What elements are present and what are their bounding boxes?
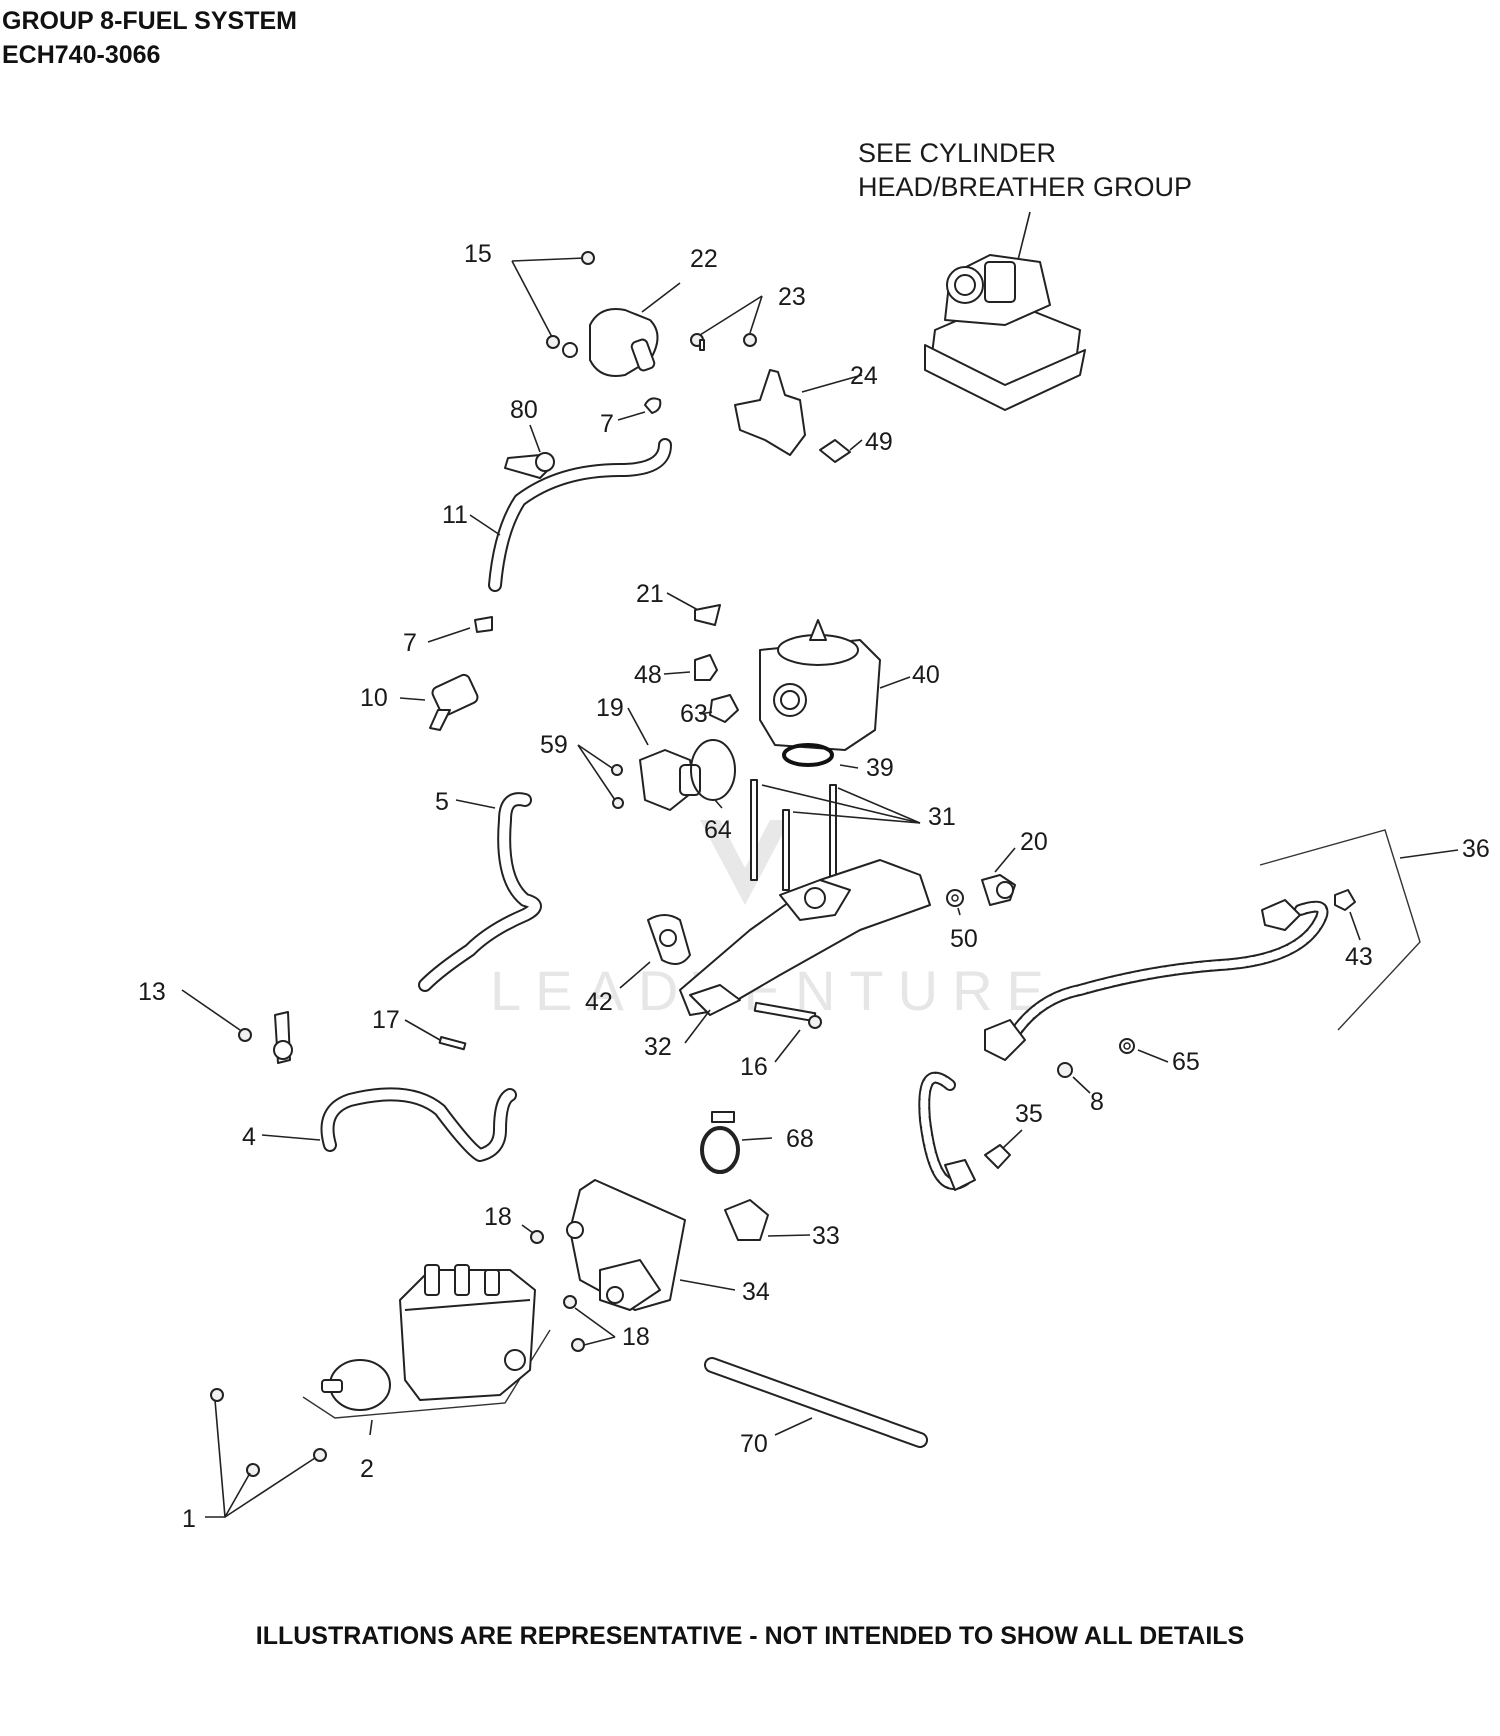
callout-22: 22 xyxy=(690,245,718,273)
callout-33: 33 xyxy=(812,1222,840,1250)
callout-8: 8 xyxy=(1090,1088,1104,1116)
callout-31: 31 xyxy=(928,803,956,831)
sensor-33 xyxy=(724,1199,811,1241)
callout-19: 19 xyxy=(596,694,624,722)
callout-7-upper: 7 xyxy=(600,410,614,438)
callout-50: 50 xyxy=(950,925,978,953)
callout-35: 35 xyxy=(1015,1100,1043,1128)
callout-48: 48 xyxy=(634,661,662,689)
fuel-rail-manifold xyxy=(619,859,931,1063)
hose-11-assembly xyxy=(469,424,672,592)
callout-21: 21 xyxy=(636,580,664,608)
injector-20 xyxy=(946,847,1016,916)
hose-5 xyxy=(418,792,542,992)
clip-13-and-fitting-17 xyxy=(181,989,467,1064)
reference-note-line2: HEAD/BREATHER GROUP xyxy=(858,172,1192,202)
clamp-68 xyxy=(700,1111,773,1174)
hose-4 xyxy=(261,1087,517,1162)
fuel-pump-assembly xyxy=(511,251,681,377)
callout-2: 2 xyxy=(360,1455,374,1483)
cylinder-head-reference: SEE CYLINDER HEAD/BREATHER GROUP xyxy=(858,138,1192,411)
fuel-sensor-10 xyxy=(399,673,479,731)
callout-42: 42 xyxy=(585,988,613,1016)
callout-18-lower: 18 xyxy=(622,1323,650,1351)
callout-23: 23 xyxy=(778,283,806,311)
callout-24: 24 xyxy=(850,362,878,390)
disclaimer-footer: ILLUSTRATIONS ARE REPRESENTATIVE - NOT I… xyxy=(255,1622,1245,1650)
reference-note-line1: SEE CYLINDER xyxy=(858,138,1056,168)
callout-32: 32 xyxy=(644,1033,672,1061)
callout-11: 11 xyxy=(442,501,468,529)
callout-39: 39 xyxy=(866,754,894,782)
callout-36: 36 xyxy=(1462,835,1490,863)
bracket-hardware xyxy=(690,295,863,463)
hose-clamp-upper xyxy=(617,397,662,421)
wiring-harness-36 xyxy=(918,829,1459,1191)
throttle-body-assembly xyxy=(663,592,911,751)
callout-63: 63 xyxy=(680,700,708,728)
fuel-tube-70 xyxy=(704,1357,928,1448)
sensor-19-assembly xyxy=(577,694,859,811)
hose-clamp-lower xyxy=(427,616,493,643)
callout-43: 43 xyxy=(1345,943,1373,971)
callout-13: 13 xyxy=(138,978,166,1006)
studs-31 xyxy=(750,779,921,891)
callout-7-lower: 7 xyxy=(403,629,417,657)
callout-59: 59 xyxy=(540,731,568,759)
fuel-pump-module-2 xyxy=(302,1264,551,1436)
callout-68: 68 xyxy=(786,1125,814,1153)
callout-80: 80 xyxy=(510,396,538,424)
callout-1: 1 xyxy=(182,1505,196,1533)
callout-49: 49 xyxy=(865,428,893,456)
page-title: GROUP 8-FUEL SYSTEM xyxy=(2,7,297,35)
callout-16: 16 xyxy=(740,1053,768,1081)
callout-17: 17 xyxy=(372,1006,400,1034)
callout-10: 10 xyxy=(360,684,388,712)
callout-labels: 15 22 23 24 80 7 49 11 21 7 48 40 10 19 … xyxy=(138,240,1490,1533)
callout-18-upper: 18 xyxy=(484,1203,512,1231)
callout-4: 4 xyxy=(242,1123,256,1151)
callout-70: 70 xyxy=(740,1430,768,1458)
callout-40: 40 xyxy=(912,661,940,689)
callout-5: 5 xyxy=(435,788,449,816)
callout-64: 64 xyxy=(704,816,732,844)
callout-20: 20 xyxy=(1020,828,1048,856)
mounting-plate-34 xyxy=(521,1179,736,1352)
screws-1 xyxy=(205,1388,327,1518)
model-number: ECH740-3066 xyxy=(2,41,161,69)
callout-65: 65 xyxy=(1172,1048,1200,1076)
callout-15: 15 xyxy=(464,240,492,268)
callout-34: 34 xyxy=(742,1278,770,1306)
